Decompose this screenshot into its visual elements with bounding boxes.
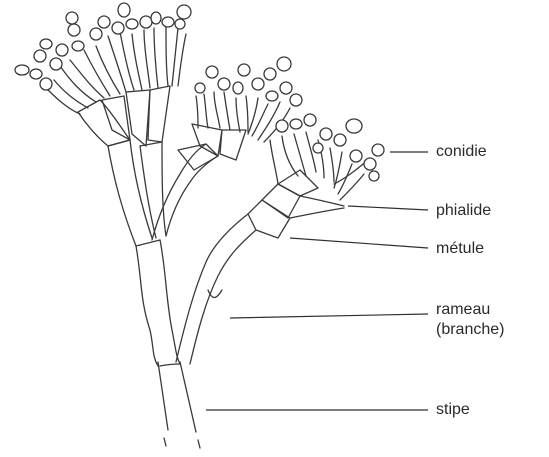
main-axis-drawing <box>136 240 180 366</box>
rameau-drawing <box>152 144 256 364</box>
left-conidia-drawing <box>15 3 191 90</box>
left-metule-drawing <box>78 86 170 146</box>
label-rameau: rameau <box>436 301 490 319</box>
middle-conidia-drawing <box>195 57 302 106</box>
label-metule: métule <box>436 240 484 258</box>
leader-rameau <box>230 314 428 318</box>
leader-lines <box>206 152 428 410</box>
label-branche: (branche) <box>436 321 504 339</box>
middle-metule-drawing <box>178 124 246 170</box>
label-conidie: conidie <box>436 143 487 161</box>
leader-metule <box>290 238 428 248</box>
left-phialide-drawing <box>44 26 186 114</box>
leader-phialide <box>348 206 428 210</box>
left-branch-drawing <box>108 140 166 246</box>
stipe-drawing <box>158 362 200 448</box>
label-phialide: phialide <box>436 202 491 220</box>
right-metule-drawing <box>248 170 318 238</box>
label-stipe: stipe <box>436 401 470 419</box>
